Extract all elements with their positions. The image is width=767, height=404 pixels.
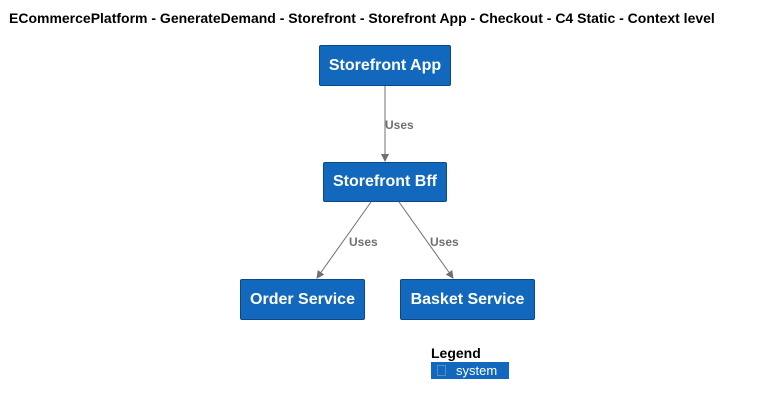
edge-bff-to-order (316, 201, 372, 279)
node-storefront-app[interactable]: Storefront App (319, 45, 451, 86)
edge-bff-to-basket (398, 201, 454, 279)
legend-item-label: system (456, 363, 498, 378)
edge-label-bff-to-order: Uses (349, 235, 378, 249)
legend-swatch-icon (437, 365, 446, 376)
node-storefront-bff[interactable]: Storefront Bff (323, 162, 447, 202)
legend-title: Legend (431, 345, 481, 361)
node-basket-service[interactable]: Basket Service (400, 279, 535, 320)
edge-label-bff-to-basket: Uses (430, 235, 459, 249)
diagram-title: ECommercePlatform - GenerateDemand - Sto… (9, 10, 715, 26)
node-order-service[interactable]: Order Service (240, 279, 365, 320)
edge-label-app-to-bff: Uses (385, 118, 414, 132)
legend-item-system: system (431, 362, 509, 379)
